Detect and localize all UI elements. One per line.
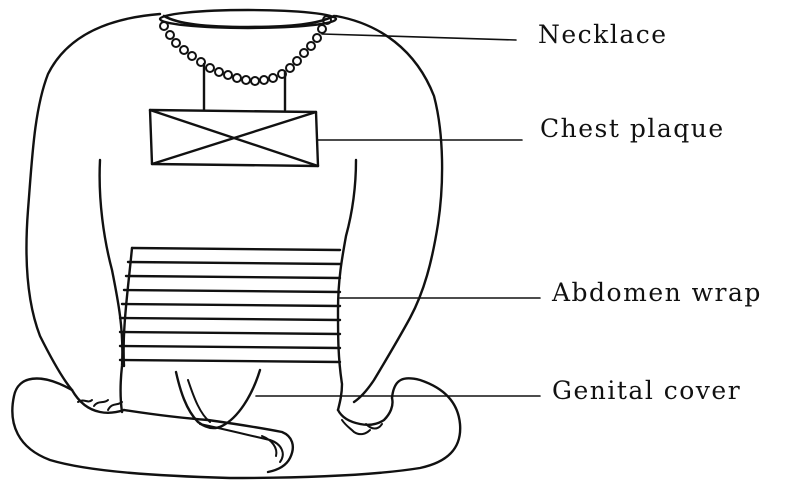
label-chest-plaque: Chest plaque [540,116,725,141]
left-arm-outer [27,14,161,390]
torso-outline [27,10,443,434]
abdomen-wrap [120,248,340,366]
label-necklace: Necklace [538,22,668,47]
left-arm-inner [100,160,123,412]
right-arm-inner [338,160,356,410]
crossed-legs [12,378,460,478]
leader-line-necklace [322,34,516,40]
label-genital-cover: Genital cover [552,378,741,403]
neck-opening [160,10,336,28]
label-abdomen-wrap: Abdomen wrap [552,280,762,305]
